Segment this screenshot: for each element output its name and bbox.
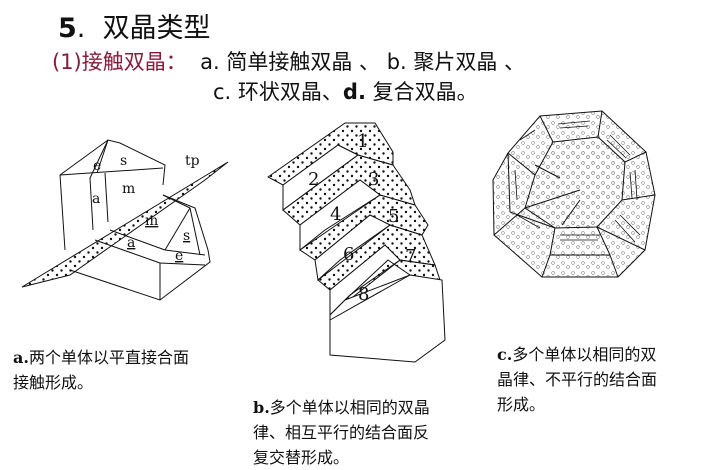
type-a-text: 简单接触双晶 、	[226, 50, 381, 74]
label-6: 6	[343, 244, 354, 265]
twin-plane	[21, 161, 229, 288]
section-number: 5	[58, 13, 77, 44]
caption-a: a.两个单体以平直接合面 接触形成。	[13, 345, 243, 395]
caption-c-line2: 晶律、不平行的结合面	[497, 370, 658, 389]
label-e: e	[93, 158, 101, 174]
label-2: 2	[308, 169, 319, 190]
caption-b: b.多个单体以相同的双晶 律、相互平行的结合面反 复交替形成。	[253, 395, 483, 470]
caption-c-line1: 多个单体以相同的双	[512, 345, 657, 364]
type-b-prefix: b.	[386, 50, 407, 74]
label-7: 7	[405, 246, 416, 267]
caption-b-line2: 律、相互平行的结合面反	[253, 423, 430, 442]
caption-b-line1: 多个单体以相同的双晶	[269, 398, 430, 417]
type-c-text: 环状双晶、	[237, 80, 343, 104]
type-d-text: 复合双晶。	[372, 80, 478, 104]
caption-c-prefix: c.	[497, 345, 513, 364]
label-tp: tp	[185, 153, 200, 169]
label-m: m	[122, 181, 135, 197]
type-d-prefix: d.	[342, 80, 366, 104]
figure-a-contact-twin: e s m a tp m a s e	[21, 139, 229, 301]
label-8: 8	[358, 284, 369, 305]
section-title: 双晶类型	[102, 13, 211, 44]
type-c-prefix: c.	[213, 80, 232, 104]
contact-twin-colon: ：	[165, 50, 187, 74]
caption-a-line1: 两个单体以平直接合面	[28, 348, 189, 367]
figure-b-polysynthetic-twin: 1 2 3 4 5 6 7 8	[267, 122, 446, 363]
caption-c: c.多个单体以相同的双 晶律、不平行的结合面 形成。	[497, 342, 707, 417]
label-5: 5	[388, 206, 399, 227]
caption-c-line3: 形成。	[497, 395, 546, 414]
caption-b-prefix: b.	[253, 398, 270, 417]
label-s: s	[120, 153, 127, 169]
subheading-line-1: (1)接触双晶： a. 简单接触双晶 、 b. 聚片双晶 、	[52, 46, 525, 76]
contact-twin-label: (1)接触双晶	[52, 50, 166, 74]
type-a-prefix: a.	[200, 50, 220, 74]
label-3: 3	[368, 169, 379, 190]
label-a: a	[92, 191, 100, 207]
label-e-twin: e	[175, 248, 183, 264]
caption-b-line3: 复交替形成。	[253, 448, 350, 467]
section-dot: .	[76, 13, 86, 44]
label-4: 4	[330, 204, 341, 225]
type-b-text: 聚片双晶 、	[413, 50, 526, 74]
label-a-twin: a	[127, 235, 135, 251]
caption-a-prefix: a.	[13, 348, 29, 367]
label-s-twin: s	[183, 228, 190, 244]
label-m-twin: m	[145, 213, 158, 229]
label-1: 1	[357, 131, 368, 152]
figure-c-cyclic-twin	[492, 110, 656, 278]
caption-a-line2: 接触形成。	[13, 373, 94, 392]
page-title: 5. 双晶类型	[58, 6, 211, 45]
subheading-line-2: c. 环状双晶、d. 复合双晶。	[213, 76, 478, 106]
